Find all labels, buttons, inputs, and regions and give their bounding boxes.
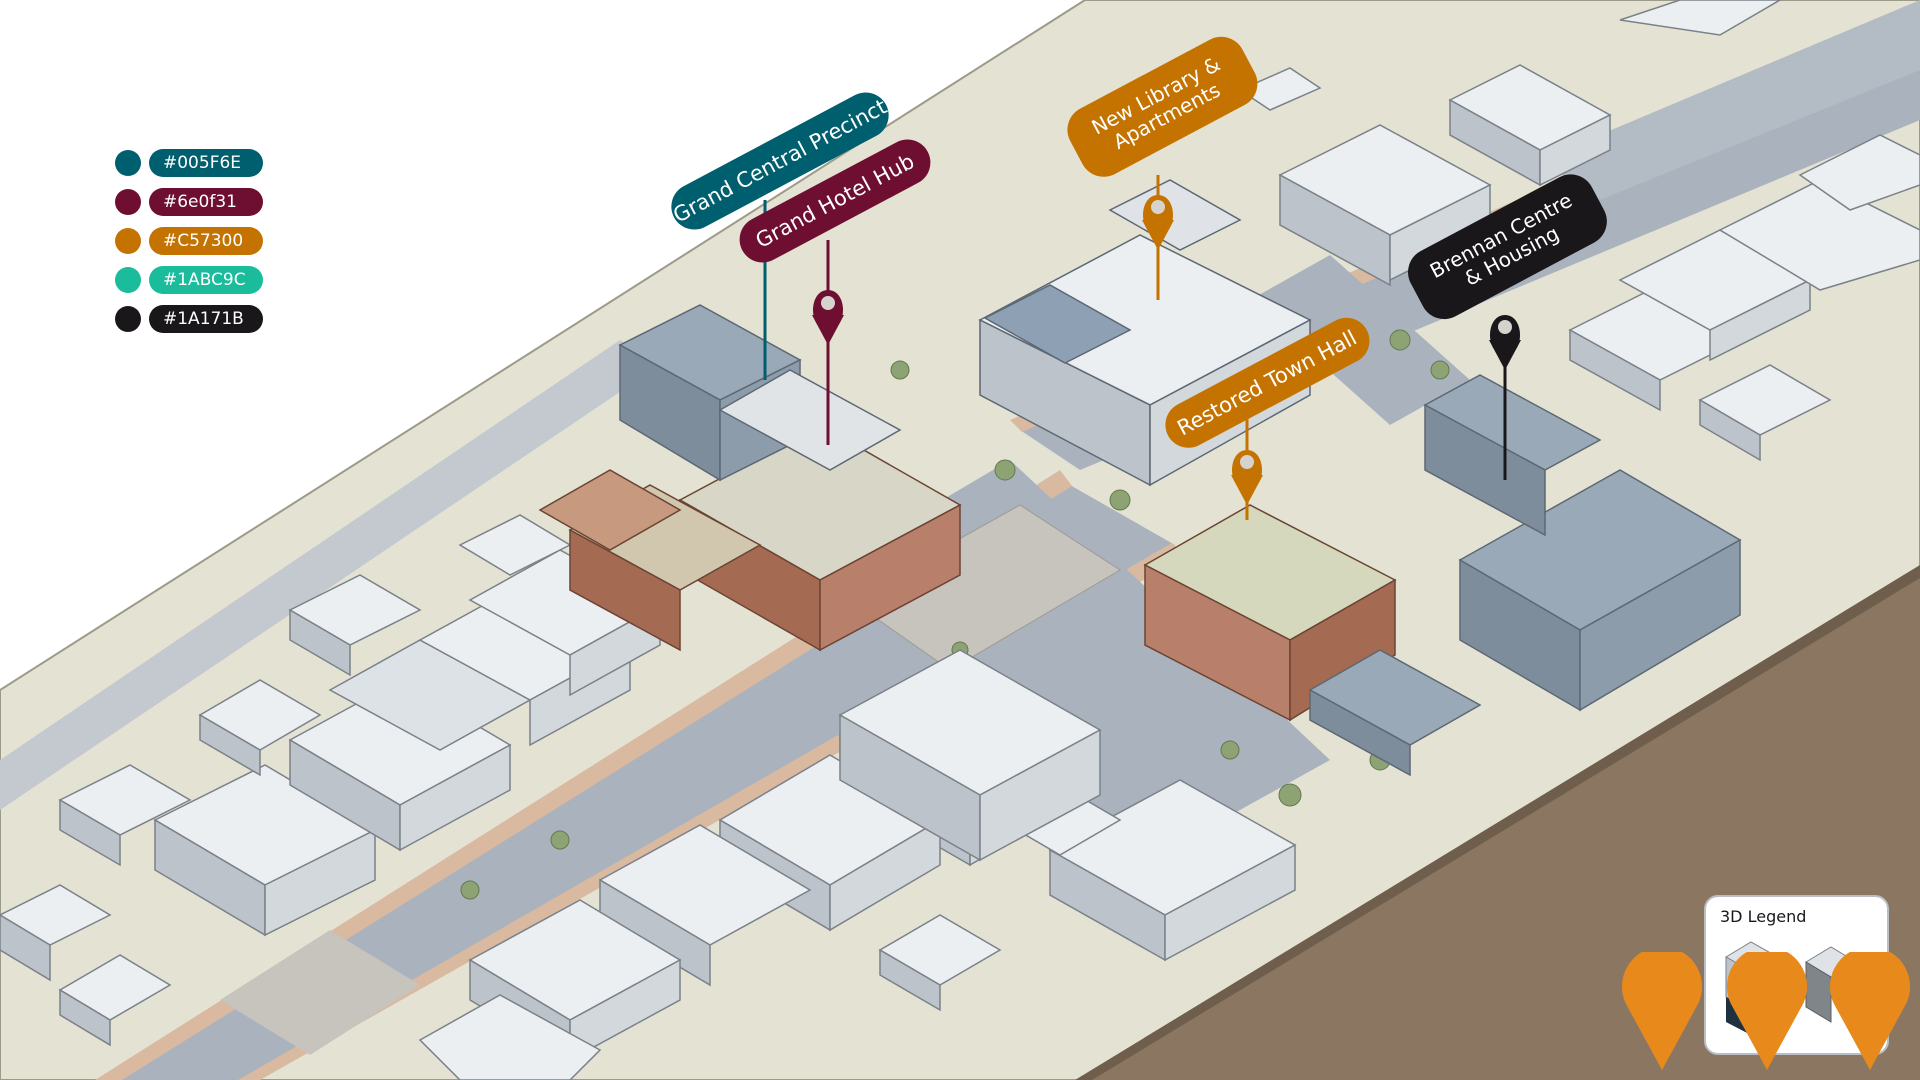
legend-title: 3D Legend [1720,907,1807,926]
lower-plaza [220,930,420,1055]
brennan-centre-building [1308,374,1742,777]
swatch-label: #1ABC9C [149,266,263,294]
swatch-orange: #C57300 [115,226,263,256]
swatch-teal: #005F6E [115,148,263,178]
swatch-label: #1A171B [149,305,263,333]
swatch-dot [115,306,141,332]
swatch-dot [115,267,141,293]
swatch-dot [115,228,141,254]
grand-central-building [618,304,902,482]
north-service-road [1540,0,1920,200]
town-hall-building [1143,504,1397,722]
callout-town-hall[interactable] [1157,310,1377,520]
swatch-black: #1A171B [115,304,263,334]
callout-brennan[interactable] [1400,166,1616,480]
back-lane [0,340,660,810]
swatch-dot [115,189,141,215]
swatch-label: #6e0f31 [149,188,263,216]
colour-swatch-legend: #005F6E #6e0f31 #C57300 #1ABC9C #1A171B [115,148,263,343]
map-pin-icon[interactable] [1725,952,1809,1072]
swatch-label: #C57300 [149,227,263,255]
callout-grand-hotel[interactable] [731,131,938,445]
swatch-label: #005F6E [149,149,263,177]
map-pin-icon[interactable] [1828,952,1912,1072]
swatch-maroon: #6e0f31 [115,187,263,217]
map-pin-icon[interactable] [1620,952,1704,1072]
callout-library[interactable] [1059,28,1266,300]
warehouse-block-west [0,514,662,1047]
civic-centre-building [838,649,1102,862]
swatch-dot [115,150,141,176]
warehouse-block-north [1238,0,1920,462]
slab-side-edge [1075,565,1920,1080]
swatch-green: #1ABC9C [115,265,263,295]
civic-plaza [849,504,1121,671]
